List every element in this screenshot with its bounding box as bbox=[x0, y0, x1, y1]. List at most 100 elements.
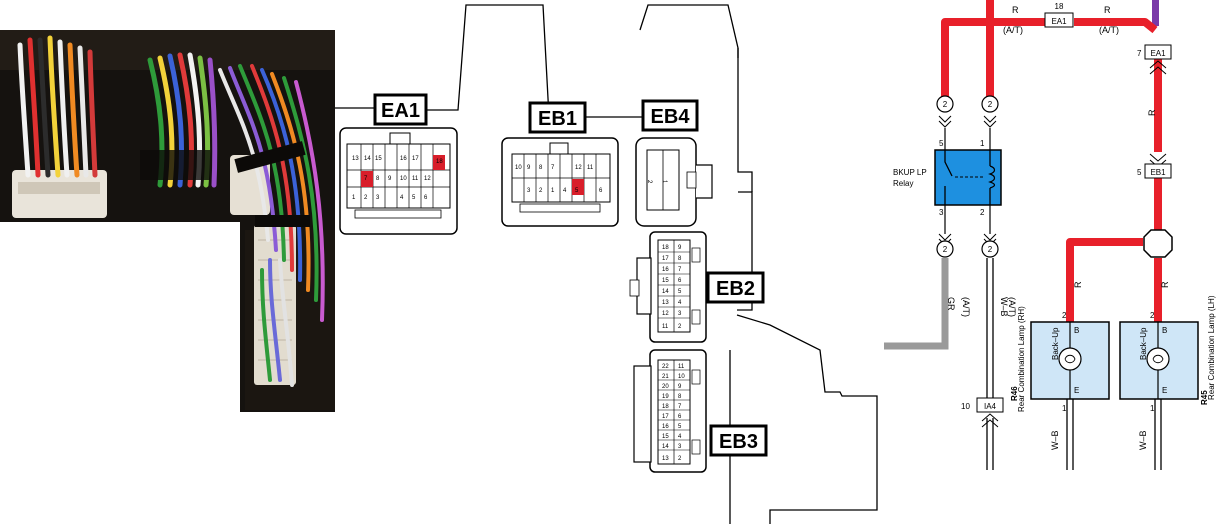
label-eb2: EB2 bbox=[706, 271, 765, 304]
purple-wire bbox=[1152, 0, 1159, 26]
svg-text:17: 17 bbox=[662, 414, 669, 420]
ea1-box-pin: 7 bbox=[1137, 49, 1142, 58]
svg-text:2: 2 bbox=[646, 180, 652, 184]
label-ea1: EA1 bbox=[373, 93, 428, 126]
svg-text:8: 8 bbox=[678, 256, 682, 262]
svg-text:1: 1 bbox=[352, 195, 356, 201]
bkup-lp-relay: 5 1 3 2 bbox=[934, 139, 1002, 217]
ia4-label: IA4 bbox=[984, 402, 997, 411]
lamp-r46: B E Back–Up 2 1 bbox=[1030, 311, 1110, 413]
svg-text:4: 4 bbox=[400, 195, 404, 201]
wire-label-at-2: (A/T) bbox=[1099, 25, 1119, 35]
svg-text:13: 13 bbox=[352, 156, 359, 162]
svg-text:7: 7 bbox=[678, 404, 682, 410]
schematic: EA1 18 R (A/T) R (A/T) EA1 7 R EB1 5 R R bbox=[884, 0, 1216, 470]
svg-text:1: 1 bbox=[661, 180, 667, 184]
wire-label-wb-3: W–B bbox=[1138, 430, 1148, 450]
svg-text:5: 5 bbox=[575, 188, 579, 194]
lamp-r45-name: Rear Combination Lamp (LH) bbox=[1207, 295, 1216, 400]
svg-text:12: 12 bbox=[424, 176, 431, 182]
lamp-r45-code: R45 bbox=[1200, 390, 1209, 405]
svg-text:1: 1 bbox=[551, 188, 555, 194]
svg-text:9: 9 bbox=[388, 176, 392, 182]
label-eb2-text: EB2 bbox=[716, 278, 755, 300]
connector-eb1-box: EB1 5 bbox=[1137, 153, 1172, 179]
wire-label-at-4: (A/T) bbox=[1007, 297, 1017, 317]
svg-text:14: 14 bbox=[662, 289, 669, 295]
svg-text:6: 6 bbox=[678, 414, 682, 420]
lamp-r45-pin-top: 2 bbox=[1150, 311, 1155, 320]
svg-text:18: 18 bbox=[662, 404, 669, 410]
svg-text:11: 11 bbox=[412, 176, 419, 182]
svg-text:22: 22 bbox=[662, 364, 669, 370]
ia4-pin: 10 bbox=[961, 402, 970, 411]
svg-text:16: 16 bbox=[662, 424, 669, 430]
wire-label-r-3: R bbox=[1147, 109, 1157, 116]
svg-text:5: 5 bbox=[678, 289, 682, 295]
svg-text:8: 8 bbox=[678, 394, 682, 400]
gray-wire bbox=[884, 258, 949, 350]
red-wires bbox=[941, 0, 1162, 322]
inline-ea1: EA1 18 bbox=[1044, 2, 1074, 28]
lamp-r45-b: B bbox=[1162, 326, 1167, 335]
lamp-r45: B E Back–Up 2 1 bbox=[1119, 311, 1199, 413]
connector-ia4: IA4 10 bbox=[961, 397, 1004, 428]
lamp-r45-e: E bbox=[1162, 386, 1167, 395]
wire-label-at-1: (A/T) bbox=[1003, 25, 1023, 35]
relay-pin-5: 5 bbox=[939, 139, 944, 148]
svg-text:10: 10 bbox=[400, 176, 407, 182]
wire-label-gr: GR bbox=[946, 297, 956, 311]
svg-text:2: 2 bbox=[678, 324, 682, 330]
svg-text:4: 4 bbox=[678, 300, 682, 306]
lamp-r46-e: E bbox=[1074, 386, 1079, 395]
svg-text:2: 2 bbox=[943, 100, 948, 109]
svg-text:2: 2 bbox=[943, 245, 948, 254]
label-eb3: EB3 bbox=[709, 424, 768, 457]
svg-text:7: 7 bbox=[678, 267, 682, 273]
svg-text:5: 5 bbox=[412, 195, 416, 201]
wire-label-wb-2: W–B bbox=[1050, 430, 1060, 450]
svg-text:9: 9 bbox=[678, 245, 682, 251]
svg-text:11: 11 bbox=[678, 364, 685, 370]
relay-pin-2: 2 bbox=[980, 208, 985, 217]
lamp-r45-title: Back–Up bbox=[1139, 327, 1148, 360]
svg-text:4: 4 bbox=[678, 434, 682, 440]
lamp-r46-code: R46 bbox=[1010, 386, 1019, 401]
harness-photo bbox=[0, 30, 335, 412]
svg-text:3: 3 bbox=[678, 444, 682, 450]
label-eb1-text: EB1 bbox=[538, 108, 577, 130]
svg-text:18: 18 bbox=[662, 245, 669, 251]
svg-text:11: 11 bbox=[662, 324, 669, 330]
label-ea1-text: EA1 bbox=[381, 100, 420, 122]
wire-label-r-2: R bbox=[1104, 5, 1111, 15]
svg-text:3: 3 bbox=[527, 188, 531, 194]
connector-ea1-box: EA1 7 bbox=[1137, 44, 1172, 75]
wire-label-r-1: R bbox=[1012, 5, 1019, 15]
svg-text:2: 2 bbox=[539, 188, 543, 194]
eb1-box-label: EB1 bbox=[1150, 168, 1166, 177]
lamp-r46-name: Rear Combination Lamp (RH) bbox=[1017, 306, 1026, 412]
lamp-r46-b: B bbox=[1074, 326, 1079, 335]
relay-name: BKUP LP bbox=[893, 168, 927, 177]
svg-text:7: 7 bbox=[551, 165, 555, 171]
svg-text:13: 13 bbox=[662, 300, 669, 306]
svg-text:19: 19 bbox=[662, 394, 669, 400]
junction-node bbox=[1143, 229, 1173, 258]
circle-connectors: 2 2 2 2 bbox=[936, 95, 999, 258]
svg-text:7: 7 bbox=[364, 176, 368, 182]
svg-text:13: 13 bbox=[662, 456, 669, 462]
label-eb1: EB1 bbox=[528, 101, 587, 134]
svg-text:11: 11 bbox=[587, 165, 594, 171]
svg-text:9: 9 bbox=[678, 384, 682, 390]
wire-label-r-5: R bbox=[1160, 281, 1170, 288]
wire-label-at-3: (A/T) bbox=[961, 297, 971, 317]
svg-text:2: 2 bbox=[678, 456, 682, 462]
svg-text:20: 20 bbox=[662, 384, 669, 390]
lamp-r46-pin-top: 2 bbox=[1062, 311, 1067, 320]
relay-pin-1: 1 bbox=[980, 139, 985, 148]
svg-text:15: 15 bbox=[662, 434, 669, 440]
svg-text:2: 2 bbox=[364, 195, 368, 201]
